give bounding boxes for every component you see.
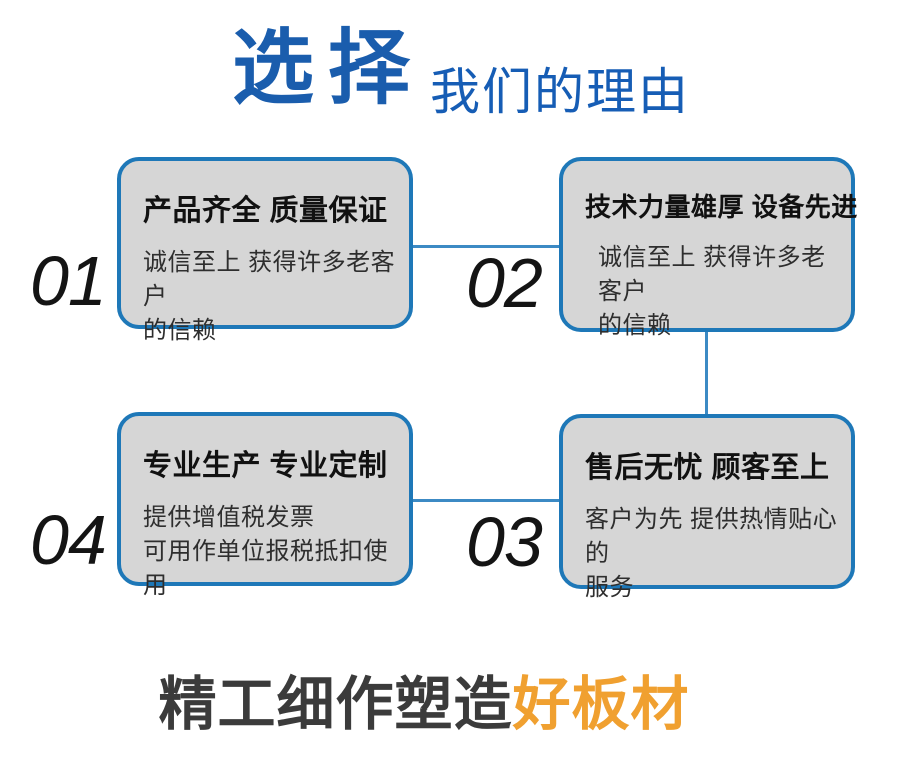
reason-body-4: 提供增值税发票 可用作单位报税抵扣使用: [143, 504, 388, 600]
page-header: 选择 我们的理由: [232, 23, 690, 117]
reason-card-1: 产品齐全 质量保证 诚信至上 获得许多老客户 的信赖: [117, 157, 413, 344]
tagline: 精工细作塑造好板材: [0, 673, 874, 737]
header-subtitle: 我们的理由: [430, 63, 691, 120]
tagline-highlight: 好板材: [512, 672, 690, 737]
reason-card-4: 专业生产 专业定制 提供增值税发票 可用作单位报税抵扣使用: [117, 412, 413, 599]
reason-number-4: 04: [30, 501, 107, 579]
reason-title-1: 产品齐全 质量保证: [143, 195, 388, 227]
reason-title-2: 技术力量雄厚 设备先进: [585, 192, 858, 222]
reason-card-3: 售后无忧 顾客至上 客户为先 提供热情贴心的 服务: [559, 414, 855, 601]
reason-title-3: 售后无忧 顾客至上: [585, 452, 830, 484]
reason-number-3: 03: [466, 503, 543, 581]
reason-card-2: 技术力量雄厚 设备先进 诚信至上 获得许多老客户 的信赖: [559, 157, 858, 339]
reason-body-3: 客户为先 提供热情贴心的 服务: [585, 506, 838, 602]
reason-number-1: 01: [30, 242, 107, 320]
reason-title-4: 专业生产 专业定制: [143, 450, 388, 482]
connector-box2-box3: [705, 330, 708, 416]
header-title: 选择: [232, 23, 425, 114]
reason-number-2: 02: [466, 244, 543, 322]
connector-box4-box3: [411, 499, 561, 502]
reason-body-2: 诚信至上 获得许多老客户 的信赖: [598, 244, 826, 340]
connector-box1-box2: [411, 245, 561, 248]
tagline-prefix: 精工细作塑造: [158, 672, 513, 737]
reason-body-1: 诚信至上 获得许多老客户 的信赖: [143, 249, 396, 345]
